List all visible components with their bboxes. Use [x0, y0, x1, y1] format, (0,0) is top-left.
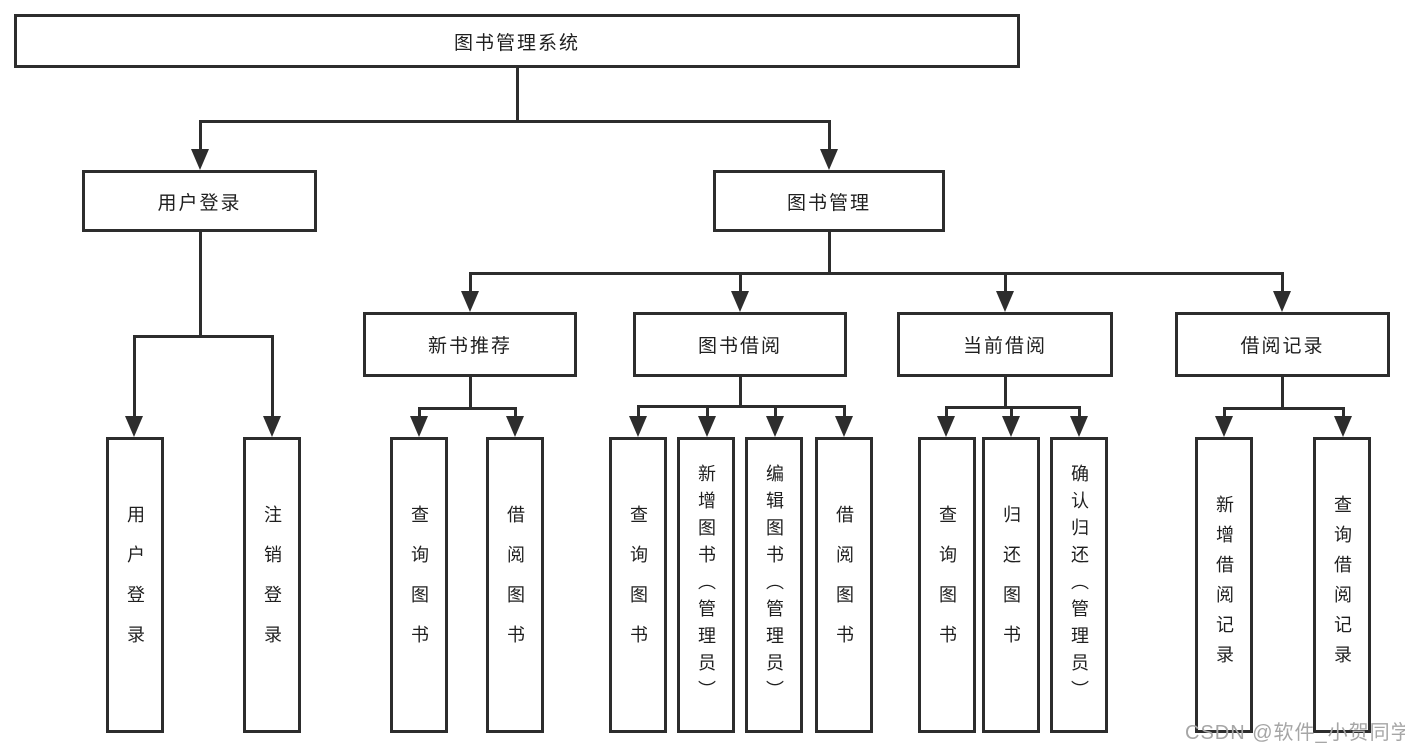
node-label: 图书管理 — [786, 192, 871, 214]
node-query-books-current: 查询图书 — [918, 437, 976, 733]
connector-stem — [1223, 407, 1226, 418]
arrowhead-icon — [410, 416, 428, 437]
node-label: 新书推荐 — [427, 336, 512, 357]
arrowhead-icon — [1334, 416, 1352, 437]
connector-drop — [469, 376, 472, 407]
connector-stem — [828, 120, 831, 152]
connector-user-login-drop — [199, 231, 202, 335]
connector-drop — [739, 376, 742, 405]
node-query-books-recommend: 查询图书 — [390, 437, 448, 733]
node-label: 查询图书 — [409, 505, 429, 665]
arrowhead-icon — [191, 149, 209, 170]
node-current-borrowing: 当前借阅 — [897, 312, 1113, 377]
node-label: 新增借阅记录 — [1214, 495, 1234, 675]
arrowhead-icon — [1215, 416, 1233, 437]
arrowhead-icon — [996, 291, 1014, 312]
connector-stem — [1010, 406, 1013, 418]
node-label: 归还图书 — [1001, 505, 1021, 665]
connector-stem — [1342, 407, 1345, 418]
node-label: 当前借阅 — [962, 336, 1047, 357]
arrowhead-icon — [835, 416, 853, 437]
node-borrow-books-recommend: 借阅图书 — [486, 437, 544, 733]
node-confirm-return-admin: 确认归还（管理员） — [1050, 437, 1108, 733]
node-label: 用户登录 — [157, 192, 242, 214]
connector-stem — [514, 407, 517, 418]
connector-stem — [1078, 406, 1081, 418]
connector-drop — [1004, 376, 1007, 406]
connector-drop — [1281, 376, 1284, 407]
node-add-book-admin: 新增图书（管理员） — [677, 437, 735, 733]
connector-stem — [843, 405, 846, 418]
node-query-borrow-record: 查询借阅记录 — [1313, 437, 1371, 733]
node-query-books-borrow: 查询图书 — [609, 437, 667, 733]
arrowhead-icon — [937, 416, 955, 437]
arrowhead-icon — [766, 416, 784, 437]
node-label: 查询图书 — [937, 505, 957, 665]
node-new-book-recommendation: 新书推荐 — [363, 312, 577, 377]
connector-rail — [945, 406, 1081, 409]
connector-root-drop — [516, 68, 519, 120]
connector-rail — [637, 405, 846, 408]
arrowhead-icon — [698, 416, 716, 437]
arrowhead-icon — [1070, 416, 1088, 437]
node-add-borrow-record: 新增借阅记录 — [1195, 437, 1253, 733]
connector-stem — [199, 120, 202, 152]
connector-level2-rail — [199, 120, 830, 123]
node-label: 借阅记录 — [1240, 336, 1325, 357]
node-borrow-books-leaf: 借阅图书 — [815, 437, 873, 733]
connector-rail — [418, 407, 517, 410]
connector-stem — [271, 335, 274, 418]
node-book-management: 图书管理 — [713, 170, 945, 232]
connector-stem — [133, 335, 136, 418]
connector-rail — [133, 335, 273, 338]
arrowhead-icon — [731, 291, 749, 312]
arrowhead-icon — [506, 416, 524, 437]
connector-rail — [1223, 407, 1345, 410]
connector-stem — [774, 405, 777, 418]
node-library-management-system: 图书管理系统 — [14, 14, 1020, 68]
connector-stem — [945, 406, 948, 418]
connector-book-mgmt-drop — [828, 231, 831, 272]
connector-stem — [418, 407, 421, 418]
arrowhead-icon — [125, 416, 143, 437]
connector-level3-rail — [469, 272, 1283, 275]
node-return-books: 归还图书 — [982, 437, 1040, 733]
connector-stem — [469, 272, 472, 294]
node-user-login: 用户登录 — [82, 170, 317, 232]
node-label: 借阅图书 — [505, 505, 525, 665]
node-label: 借阅图书 — [834, 505, 854, 665]
connector-stem — [739, 272, 742, 294]
connector-stem — [1281, 272, 1284, 294]
node-label: 用户登录 — [125, 505, 145, 665]
node-edit-book-admin: 编辑图书（管理员） — [745, 437, 803, 733]
csdn-watermark: CSDN @软件_小贺同学 — [1185, 722, 1405, 744]
arrowhead-icon — [1002, 416, 1020, 437]
node-label: 查询图书 — [628, 505, 648, 665]
connector-stem — [637, 405, 640, 418]
node-label: 编辑图书（管理员） — [764, 463, 784, 707]
node-user-login-leaf: 用户登录 — [106, 437, 164, 733]
arrowhead-icon — [1273, 291, 1291, 312]
node-book-borrowing: 图书借阅 — [633, 312, 847, 377]
node-label: 图书借阅 — [697, 336, 782, 357]
node-label: 新增图书（管理员） — [696, 463, 716, 707]
node-borrowing-records: 借阅记录 — [1175, 312, 1390, 377]
connector-stem — [706, 405, 709, 418]
node-label: 图书管理系统 — [453, 32, 580, 54]
arrowhead-icon — [820, 149, 838, 170]
node-logout: 注销登录 — [243, 437, 301, 733]
arrowhead-icon — [461, 291, 479, 312]
arrowhead-icon — [629, 416, 647, 437]
connector-stem — [1004, 272, 1007, 294]
node-label: 查询借阅记录 — [1332, 495, 1352, 675]
node-label: 注销登录 — [262, 505, 282, 665]
node-label: 确认归还（管理员） — [1069, 463, 1089, 707]
arrowhead-icon — [263, 416, 281, 437]
